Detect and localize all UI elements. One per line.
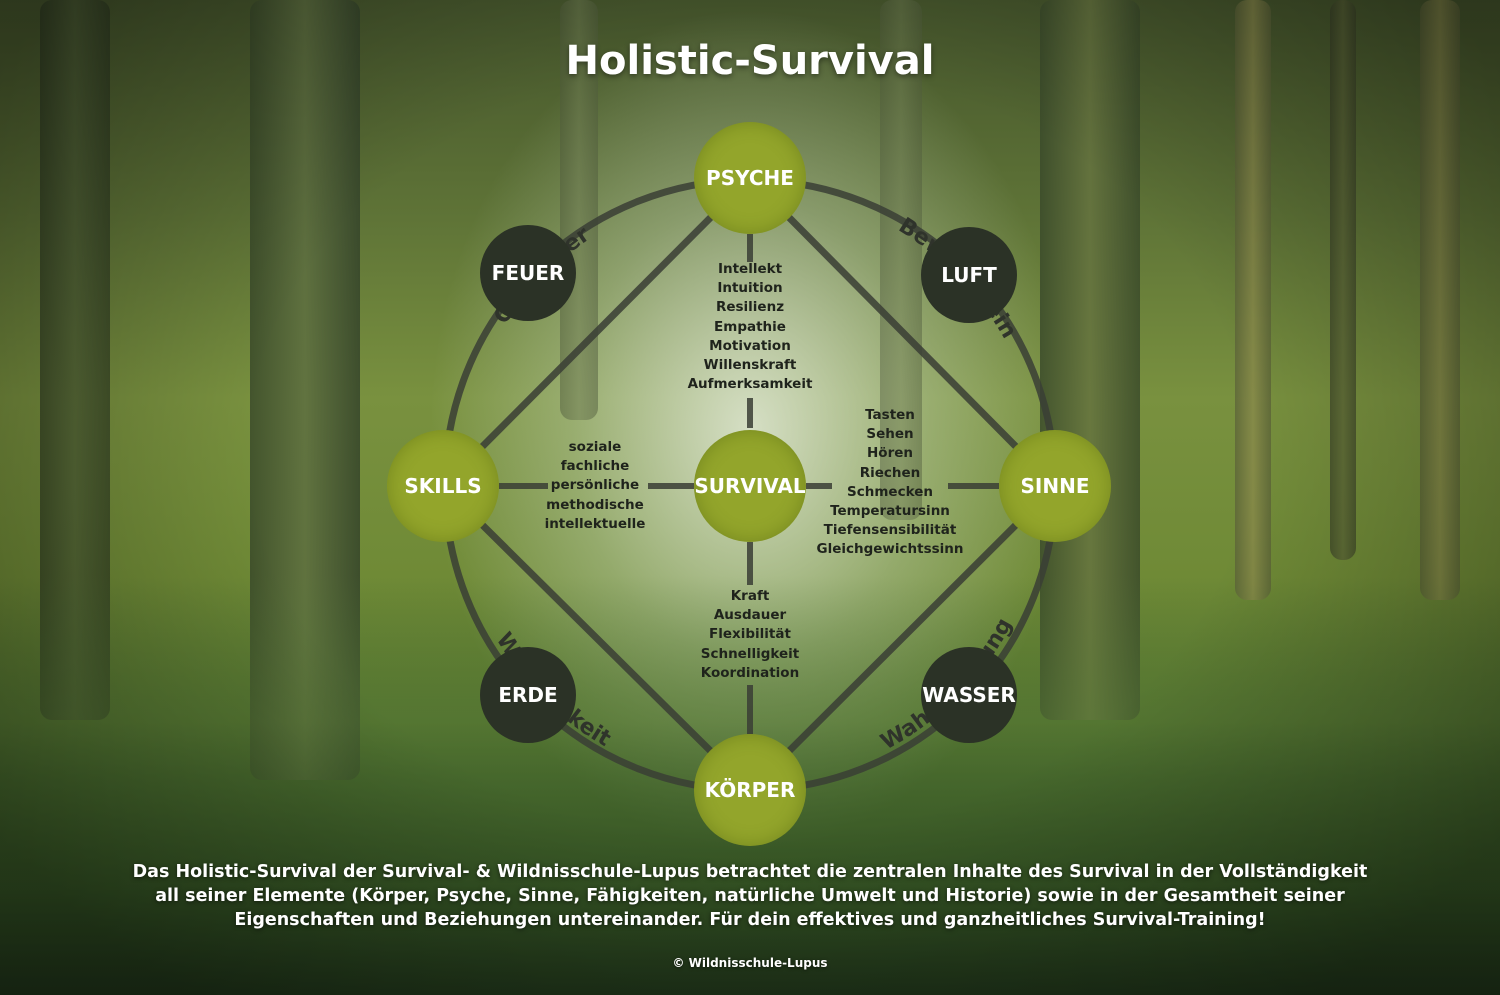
description-line: all seiner Elemente (Körper, Psyche, Sin… [155,886,1345,906]
list-item: Schnelligkeit [700,645,800,662]
list-item: methodische [546,496,644,513]
list-item: Kraft [730,588,770,604]
node-sinne: SINNE [999,430,1111,542]
list-item: Gleichgewichtssinn [816,541,964,558]
list-item: Intellekt [717,261,783,277]
list-item: Motivation [709,337,791,354]
node-psyche: PSYCHE [694,122,806,234]
node-luft: LUFT [921,227,1017,323]
node-feuer: FEUER [480,225,576,321]
list-item: soziale [568,439,622,455]
list-item: Resilienz [715,299,785,316]
node-koerper: KÖRPER [694,734,806,846]
description-line: Das Holistic-Survival der Survival- & Wi… [132,862,1368,882]
list-skills: soziale fachliche persönliche methodische in… [520,438,670,534]
list-item: Intuition [717,280,783,297]
list-item: Empathie [714,318,786,335]
list-item: Tasten [865,407,915,423]
list-item: Tiefensensibilität [823,522,957,539]
copyright: © Wildnisschule-Lupus [672,956,828,970]
description-line: Eigenschaften und Beziehungen untereinan… [234,910,1266,930]
list-item: persönliche [550,477,640,494]
list-item: Temperatursinn [830,503,950,520]
list-item: Sehen [866,426,914,443]
description: Das Holistic-Survival der Survival- & Wi… [60,860,1440,932]
list-item: fachliche [560,458,630,475]
node-wasser: WASSER [921,647,1017,743]
list-item: Aufmerksamkeit [687,376,813,393]
list-item: Ausdauer [713,607,787,624]
diamond-lines [440,175,1058,793]
list-item: Schmecken [847,483,933,500]
list-item: Willenskraft [703,357,797,374]
page-title: Holistic-Survival [565,38,935,84]
list-item: Riechen [859,464,921,481]
list-item: Hören [867,445,913,462]
node-erde: ERDE [480,647,576,743]
list-item: intellektuelle [544,515,646,532]
node-survival: SURVIVAL [694,430,806,542]
list-item: Flexibilität [709,626,791,643]
spoke-lines [499,234,999,734]
node-skills: SKILLS [387,430,499,542]
list-item: Koordination [700,664,800,681]
